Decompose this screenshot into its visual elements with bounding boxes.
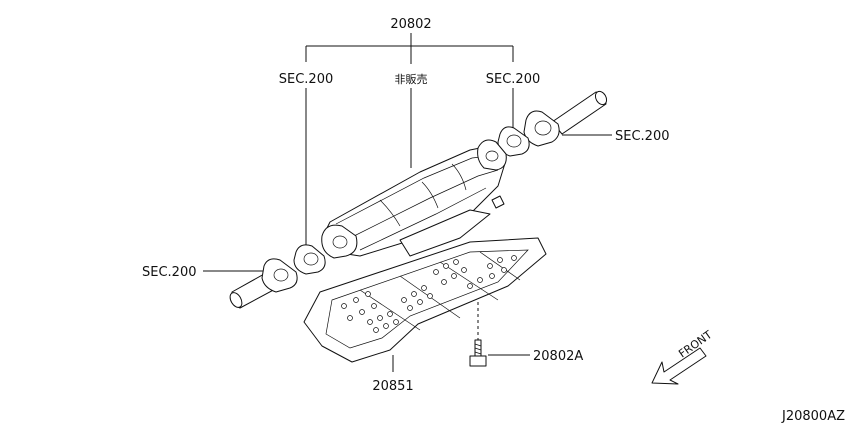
sec-label-left: SEC.200 (142, 265, 197, 280)
right-pipe (523, 90, 608, 147)
bolt-part-number: 20802A (533, 349, 583, 364)
right-gasket (497, 126, 530, 157)
catalytic-converter (321, 139, 507, 259)
heat-shield-part-number: 20851 (372, 379, 413, 394)
left-pipe (229, 258, 298, 309)
sec-label-right: SEC.200 (615, 129, 670, 144)
left-gasket (293, 244, 326, 275)
sec-label-top-left: SEC.200 (279, 72, 334, 87)
front-arrow-icon (651, 347, 707, 385)
heat-shield (303, 237, 547, 363)
bolt (469, 339, 487, 367)
leader-lines (203, 33, 612, 372)
assembly-part-number: 20802 (390, 17, 431, 32)
not-for-sale-label: 非販売 (395, 73, 428, 86)
shield-vent-holes (341, 255, 517, 333)
sec-label-top-right: SEC.200 (486, 72, 541, 87)
diagram-id: J20800AZ (781, 409, 845, 424)
